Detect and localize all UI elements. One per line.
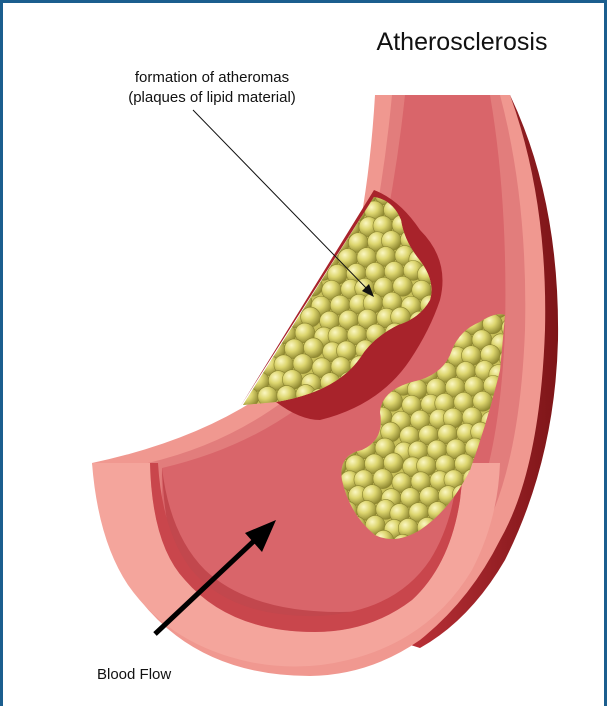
annotation-line-1: formation of atheromas (135, 69, 289, 86)
lipid-globule (230, 373, 250, 393)
lipid-globule (304, 184, 324, 204)
lipid-globule (230, 311, 250, 331)
lipid-globule (237, 265, 257, 285)
lipid-globule (285, 185, 305, 205)
blood-flow-label: Blood Flow (97, 666, 171, 683)
lipid-globule (305, 246, 325, 266)
lipid-globule (239, 234, 259, 254)
annotation-line-2: (plaques of lipid material) (128, 89, 296, 106)
lipid-globule (249, 310, 269, 330)
lipid-globule (273, 293, 293, 313)
lipid-globule (284, 277, 304, 297)
diagram-title: Atherosclerosis (377, 28, 548, 56)
lipid-globule (321, 219, 341, 239)
lipid-globule (258, 233, 278, 253)
lipid-globule (242, 203, 262, 223)
lipid-globule (248, 249, 268, 269)
lipid-globule (228, 183, 248, 203)
lipid-globule (233, 342, 253, 362)
lipid-globule (251, 279, 271, 299)
lipid-globule (318, 183, 338, 203)
lipid-globule (250, 218, 270, 238)
lipid-globule (313, 199, 333, 219)
lipid-globule (232, 280, 252, 300)
lipid-globule (247, 187, 267, 207)
lipid-globule (332, 203, 352, 223)
lipid-globule (269, 217, 289, 237)
lipid-globule (247, 341, 267, 361)
lipid-globule (268, 309, 288, 329)
lipid-globule (286, 247, 306, 267)
lipid-globule (241, 357, 261, 377)
lipid-globule (337, 187, 357, 207)
lipid-globule (283, 216, 303, 236)
lipid-globule (229, 250, 249, 270)
lipid-globule (275, 263, 295, 283)
lipid-globule (256, 202, 276, 222)
annotation-leader-line (193, 110, 370, 292)
lipid-globule (240, 295, 260, 315)
lipid-globule (265, 278, 285, 298)
lipid-globule (256, 264, 276, 284)
lipid-globule (238, 326, 258, 346)
lipid-globule (267, 248, 287, 268)
lipid-globule (257, 325, 277, 345)
lipid-globule (294, 262, 314, 282)
lipid-globule (259, 294, 279, 314)
lipid-globule (310, 230, 330, 250)
lipid-globule (291, 231, 311, 251)
lipid-globule (277, 232, 297, 252)
lipid-globule (231, 219, 251, 239)
